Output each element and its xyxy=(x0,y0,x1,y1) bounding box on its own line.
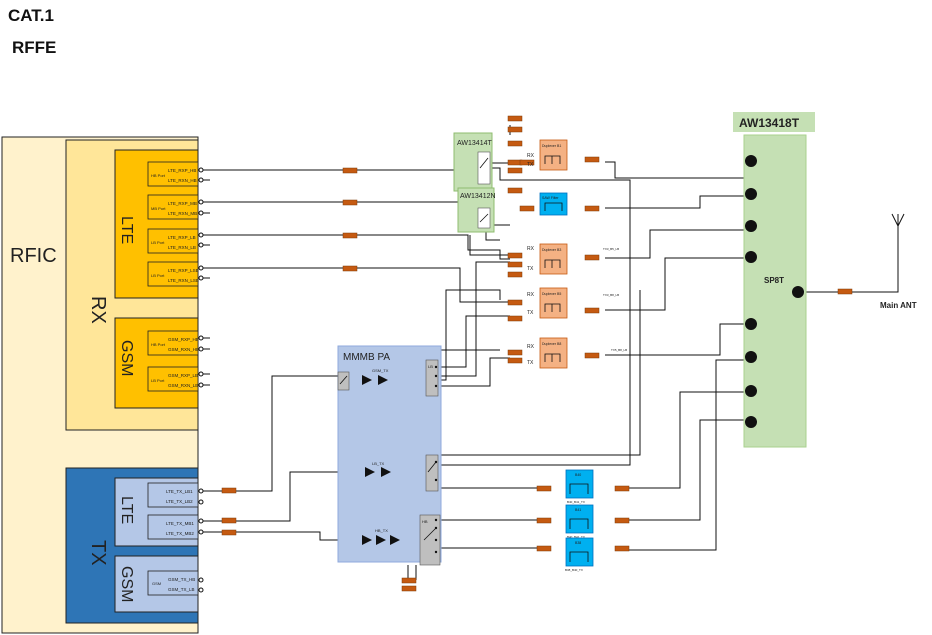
tx-lte-port-2: LTE_TX_MB1 LTE_TX_MB2 xyxy=(147,514,199,540)
port-type-label: LB Port xyxy=(151,273,165,278)
switch-aw13414t: AW13414T xyxy=(453,132,493,192)
diagram-subtitle: RFFE xyxy=(12,38,57,57)
filter-caption: B40_B41_TX xyxy=(567,500,585,504)
sp8t-part-label-box xyxy=(733,112,815,132)
rx-lte-label: LTE xyxy=(118,216,135,244)
filter-label: SAW Filter xyxy=(542,196,559,200)
duplexer-pin-label: RX xyxy=(527,292,535,298)
duplexer-pin-label: RX xyxy=(527,344,535,350)
saw-filter-rx: SAW Filter xyxy=(539,192,568,216)
duplexer-pin-label: TX xyxy=(527,310,534,316)
switch-aw13412n: AW13412N xyxy=(457,187,496,233)
pin-label: LTE_TX_LB2 xyxy=(166,499,193,504)
duplexer-pin-label: RX xyxy=(527,246,535,252)
diagram-title: CAT.1 xyxy=(8,6,54,25)
port-type-label: GSM xyxy=(152,581,161,586)
port-type-label: HB Port xyxy=(151,173,166,178)
pin-label: LTE_RXP_MB xyxy=(168,201,197,206)
duplexer-b1: Duplexer B1 RX TX xyxy=(527,139,568,171)
sp8t-label: SP8T xyxy=(764,276,784,285)
saw-filter-b40: B40 B40_B41_TX xyxy=(565,469,594,504)
pin-label: LTE_TX_LB1 xyxy=(166,489,193,494)
pa-switch-label: HB xyxy=(422,519,428,524)
filter-label: B41 xyxy=(575,508,581,512)
tx-lte-label: LTE xyxy=(118,496,135,524)
pa-stage-label: LB_TX xyxy=(372,461,385,466)
mmmb-pa-label: MMMB PA xyxy=(343,352,390,363)
pa-switch-label: LB xyxy=(428,364,433,369)
filter-label: B38 xyxy=(575,541,581,545)
antenna-icon xyxy=(891,213,905,228)
pin-label: GSM_TX_HB xyxy=(168,577,195,582)
pin-label: LTE_RXN_MB xyxy=(168,211,197,216)
pa-stage-label: HB_TX xyxy=(375,528,388,533)
pa-tx-output-switch: HB xyxy=(419,514,441,566)
tx-gsm-port: GSM GSM_TX_HB GSM_TX_LB xyxy=(147,570,199,596)
duplexer-b5: Duplexer B5 RX TX xyxy=(527,287,568,319)
sp8t-part-label: AW13418T xyxy=(739,116,800,130)
duplexer-label: Duplexer B8 xyxy=(542,342,561,346)
pin-label: GSM_RXP_LB xyxy=(168,373,198,378)
duplexer-label: Duplexer B3 xyxy=(542,248,561,252)
duplexer-pin-label: TX xyxy=(527,360,534,366)
sp8t-ports xyxy=(745,155,804,428)
pin-label: LTE_RXN_LSB xyxy=(168,278,199,283)
rfic-pin-dots xyxy=(198,167,204,593)
rx-gsm-port-hb: HB Port GSM_RXP_HB GSM_RXN_HB xyxy=(147,330,199,356)
rx-gsm-label: GSM xyxy=(118,340,135,376)
rx-lte-port-mb: MB Port LTE_RXP_MB LTE_RXN_MB xyxy=(147,194,199,220)
duplexer-label: Duplexer B1 xyxy=(542,144,561,148)
port-type-label: LB Port xyxy=(151,378,165,383)
duplexer-label: Duplexer B5 xyxy=(542,292,561,296)
pa-input-switch xyxy=(337,371,350,391)
rx-lte-port-lsb: LB Port LTE_RXP_LSB LTE_RXN_LSB xyxy=(147,261,199,287)
pin-label: LTE_RXP_LSB xyxy=(168,268,199,273)
duplexer-pin-label: TX xyxy=(527,266,534,272)
pin-label: GSM_TX_LB xyxy=(168,587,195,592)
antenna-label: Main ANT xyxy=(880,301,917,310)
port-type-label: MB Port xyxy=(151,206,166,211)
pa-hb-amplifier: HB_TX xyxy=(362,528,400,545)
port-type-label: HB Port xyxy=(151,342,166,347)
filter-caption: B38_B40_TX xyxy=(565,568,583,572)
saw-filter-b38: B38 B38_B40_TX xyxy=(565,537,594,572)
pin-label: GSM_RXN_LB xyxy=(168,383,198,388)
pin-label: LTE_RXN_HB xyxy=(168,178,197,183)
pin-label: LTE_TX_MB2 xyxy=(166,531,194,536)
net-label: TX5_B8_LB xyxy=(611,348,627,352)
net-label: TX3_B8_LB xyxy=(603,293,619,297)
pin-label: GSM_RXN_HB xyxy=(168,347,199,352)
duplexer-b8: Duplexer B8 RX TX xyxy=(527,337,568,369)
pin-label: GSM_RXP_HB xyxy=(168,337,199,342)
switch-label: AW13414T xyxy=(457,140,492,147)
duplexer-b3: Duplexer B3 RX TX xyxy=(527,243,568,275)
tx-lte-port-1: LTE_TX_LB1 LTE_TX_LB2 xyxy=(147,482,199,508)
tx-label: TX xyxy=(87,540,109,566)
matching-components xyxy=(221,115,853,592)
rx-label: RX xyxy=(87,296,109,324)
rx-lte-port-lb: LB Port LTE_RXP_LB LTE_RXN_LB xyxy=(147,228,199,254)
pin-label: LTE_RXP_LB xyxy=(168,235,196,240)
rx-gsm-port-lb: LB Port GSM_RXP_LB GSM_RXN_LB xyxy=(147,366,199,392)
net-label: TX3_B5_LB xyxy=(603,247,619,251)
pa-lb-amplifier: LB_TX xyxy=(365,461,391,477)
pa-hb-output-switch xyxy=(425,454,439,492)
switch-label: AW13412N xyxy=(460,193,496,200)
filter-caption: B40_B41_TX xyxy=(567,535,585,539)
duplexer-pin-label: TX xyxy=(527,162,534,168)
pa-lb-output-switch: LB xyxy=(425,359,439,397)
saw-filter-b41: B41 B40_B41_TX xyxy=(565,504,594,539)
pin-label: LTE_RXN_LB xyxy=(168,245,196,250)
rfic-label: RFIC xyxy=(10,245,57,267)
pa-gsm-amplifier: GSM_TX xyxy=(362,368,389,385)
pa-stage-label: GSM_TX xyxy=(372,368,389,373)
tx-gsm-label: GSM xyxy=(118,566,135,602)
filter-label: B40 xyxy=(575,473,581,477)
port-type-label: LB Port xyxy=(151,240,165,245)
rx-lte-port-hb: HB Port LTE_RXP_HB LTE_RXN_HB xyxy=(147,161,199,187)
pin-label: LTE_TX_MB1 xyxy=(166,521,194,526)
duplexer-pin-label: RX xyxy=(527,153,535,159)
pin-label: LTE_RXP_HB xyxy=(168,168,196,173)
